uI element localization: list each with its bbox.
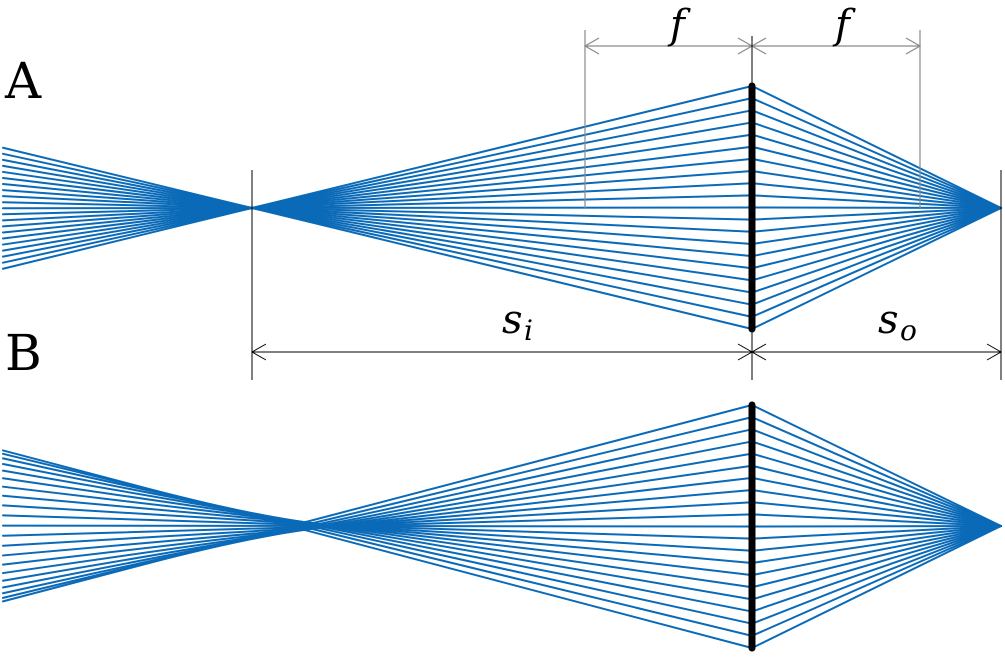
ray-a-in xyxy=(2,201,753,221)
ray-a-out xyxy=(751,207,1002,330)
ray-b-out xyxy=(751,525,1002,540)
ray-a-out xyxy=(751,207,1002,221)
object-distance-symbol: s xyxy=(878,297,899,343)
arrowhead-right xyxy=(905,37,922,55)
ray-b-in xyxy=(2,514,753,540)
ray-a-in xyxy=(2,85,753,270)
ray-a-in xyxy=(2,146,753,330)
ray-b-in xyxy=(2,489,753,557)
ray-b-out xyxy=(751,525,1002,528)
ray-a-out xyxy=(751,207,1002,306)
ray-a-out xyxy=(751,207,1002,318)
ray-b-out xyxy=(751,525,1002,589)
ray-a-out xyxy=(751,194,1002,209)
ray-a-out xyxy=(751,207,1002,233)
ray-a-in xyxy=(2,121,753,252)
ray-b-out xyxy=(751,525,1002,601)
ray-b-in xyxy=(2,501,753,547)
ray-a-out xyxy=(751,109,1002,209)
ray-b-in xyxy=(2,462,753,613)
ray-a-in xyxy=(2,97,753,264)
ray-b-in xyxy=(2,477,753,589)
ray-b-in xyxy=(2,504,753,552)
ray-b-out xyxy=(751,464,1002,527)
object-distance-subscript: o xyxy=(900,314,917,347)
ray-b-out xyxy=(751,513,1002,527)
ray-b-out xyxy=(751,525,1002,577)
ray-b-in xyxy=(2,457,753,625)
ray-a-in xyxy=(2,176,753,270)
ray-a-in xyxy=(2,170,753,282)
ray-a-out xyxy=(751,207,1002,294)
ray-a-out xyxy=(751,97,1002,209)
ray-b-in xyxy=(2,440,753,589)
ray-a-out xyxy=(751,206,1002,209)
ray-b-in xyxy=(2,449,753,649)
so-arrowhead-right xyxy=(986,343,1003,361)
ray-a-in xyxy=(2,170,753,228)
ray-a-in xyxy=(2,164,753,294)
arrowhead-left xyxy=(583,37,600,55)
ray-a-out xyxy=(751,207,1002,245)
ray-a-out xyxy=(751,170,1002,209)
rays-panel-b xyxy=(2,404,1002,649)
ray-a-in xyxy=(2,152,753,318)
so-arrowhead-left xyxy=(750,343,767,361)
ray-a-in xyxy=(2,157,753,234)
ray-a-out xyxy=(751,207,1002,282)
ray-a-in xyxy=(2,189,753,245)
ray-b-out xyxy=(751,525,1002,637)
ray-b-in xyxy=(2,476,753,566)
ray-b-out xyxy=(751,525,1002,613)
ray-a-out xyxy=(751,133,1002,209)
ray-a-in xyxy=(2,206,753,210)
ray-a-out xyxy=(751,182,1002,209)
ray-b-out xyxy=(751,452,1002,527)
ray-b-out xyxy=(751,525,1002,649)
ray-b-in xyxy=(2,416,753,599)
ray-b-out xyxy=(751,416,1002,527)
ray-a-in xyxy=(2,195,753,233)
focal-label-right: f xyxy=(832,2,856,48)
panel-label-a: A xyxy=(4,52,42,110)
ray-b-in xyxy=(2,469,753,601)
ray-a-out xyxy=(751,207,1002,270)
focal-length-dimensions xyxy=(583,30,922,208)
ray-a-in xyxy=(2,194,753,216)
ray-a-out xyxy=(751,145,1002,209)
si-arrowhead-left xyxy=(250,343,267,361)
ray-a-in xyxy=(2,182,753,222)
ray-a-out xyxy=(751,121,1002,209)
ray-b-out xyxy=(751,489,1002,527)
ray-a-out xyxy=(751,85,1002,209)
ray-b-in xyxy=(2,494,753,564)
ray-a-in xyxy=(2,183,753,258)
ray-a-in xyxy=(2,158,753,306)
image-distance-subscript: i xyxy=(524,314,533,347)
ray-a-in xyxy=(2,133,753,246)
ray-a-out xyxy=(751,207,1002,258)
rays-panel-a xyxy=(2,85,1002,330)
image-distance-symbol: s xyxy=(502,297,523,343)
ray-b-out xyxy=(751,525,1002,625)
ray-b-out xyxy=(751,428,1002,527)
ray-b-out xyxy=(751,525,1002,564)
ray-b-in xyxy=(2,428,753,595)
ray-b-in xyxy=(2,464,753,575)
ray-b-out xyxy=(751,440,1002,527)
ray-a-in xyxy=(2,145,753,240)
focal-label-left: f xyxy=(667,2,691,48)
ray-b-out xyxy=(751,525,1002,552)
ray-a-in xyxy=(2,109,753,258)
ray-b-out xyxy=(751,501,1002,527)
ray-b-out xyxy=(751,476,1002,527)
ray-b-in xyxy=(2,452,753,582)
ray-a-out xyxy=(751,157,1002,209)
panel-label-b: B xyxy=(5,324,42,382)
ray-b-out xyxy=(751,404,1002,527)
ray-b-in xyxy=(2,485,753,577)
